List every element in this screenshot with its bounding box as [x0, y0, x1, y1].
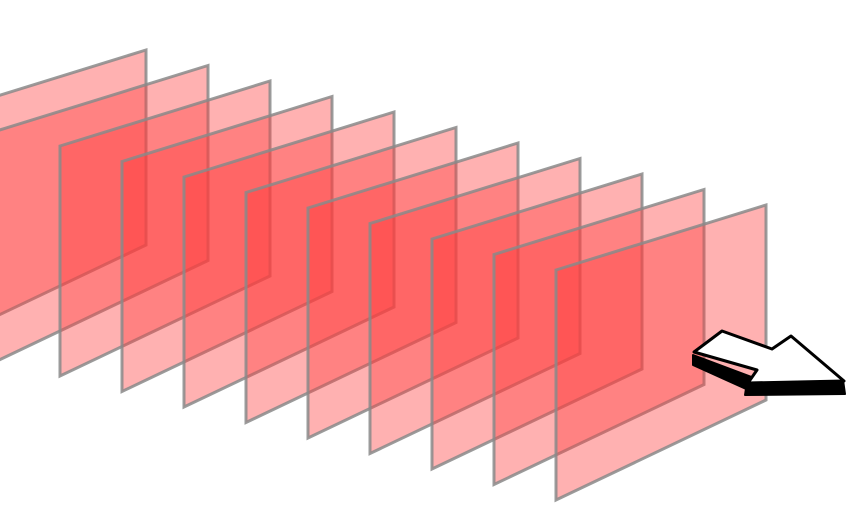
frame-stack	[0, 47, 768, 503]
frame-panel	[120, 94, 334, 394]
frame-panel	[182, 109, 396, 410]
direction-arrow-icon	[692, 329, 846, 396]
frame-panel	[244, 125, 458, 425]
frame-panel	[306, 140, 520, 441]
frame-panel	[0, 63, 210, 362]
frame-panel	[554, 202, 768, 503]
arrow-top-face	[692, 329, 846, 385]
frame-panel	[58, 78, 272, 379]
frame-panel	[0, 47, 148, 317]
frame-panel	[430, 171, 644, 472]
frame-panel	[492, 187, 706, 487]
frame-panel	[368, 156, 582, 456]
